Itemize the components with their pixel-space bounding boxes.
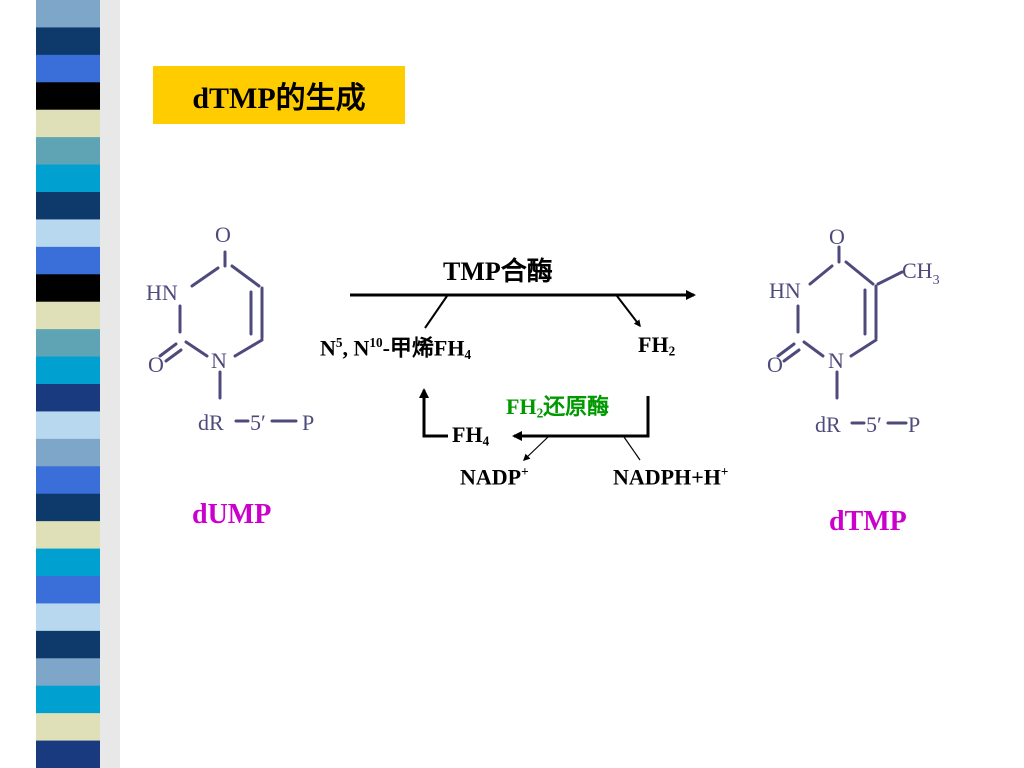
nadph-input-line (623, 436, 641, 461)
enzyme-fh2-reductase: FH2还原酶 (506, 394, 610, 421)
dump-atom-o-top: O (215, 222, 231, 247)
dtmp-atom-p: P (908, 412, 920, 437)
dump-atom-hn: HN (146, 280, 178, 305)
fh2-product-arrow (616, 295, 641, 328)
dump-atom-o-left: O (148, 352, 164, 377)
donor-branch-line (424, 295, 448, 329)
label-fh2: FH2 (638, 332, 676, 359)
dtmp-atom-n: N (828, 348, 844, 373)
dtmp-atom-hn: HN (769, 278, 801, 303)
dump-atom-p: P (302, 410, 314, 435)
dump-atom-5prime: 5′ (250, 410, 266, 435)
fh2-reduction-arrow (512, 396, 650, 441)
label-n5n10-methylene-fh4: N5, N10-甲烯FH4 (320, 335, 472, 362)
compound-label-dump: dUMP (192, 499, 272, 530)
label-nadph-h-plus: NADPH+H+ (613, 464, 729, 490)
dtmp-structure: O CH3 HN O N dR 5′ P (767, 224, 940, 437)
compound-label-dtmp: dTMP (829, 506, 907, 537)
dtmp-atom-dr: dR (815, 412, 841, 437)
label-fh4: FH4 (452, 422, 490, 449)
dump-atom-dr: dR (198, 410, 224, 435)
decorative-stripe-bar (36, 0, 120, 768)
dtmp-atom-5prime: 5′ (866, 412, 882, 437)
fh4-regeneration-arrow (419, 388, 448, 438)
dump-atom-n: N (211, 348, 227, 373)
dtmp-atom-o-left: O (767, 352, 783, 377)
label-nadp-plus: NADP+ (460, 464, 529, 490)
dtmp-atom-o-top: O (829, 224, 845, 249)
enzyme-tmp-synthase: TMP合酶 (443, 257, 553, 286)
nadp-release-arrow (522, 436, 549, 461)
dtmp-atom-ch3: CH3 (902, 258, 940, 288)
slide-title: dTMP的生成 (153, 66, 405, 124)
dump-structure: O HN O N dR 5′ P (146, 222, 314, 435)
